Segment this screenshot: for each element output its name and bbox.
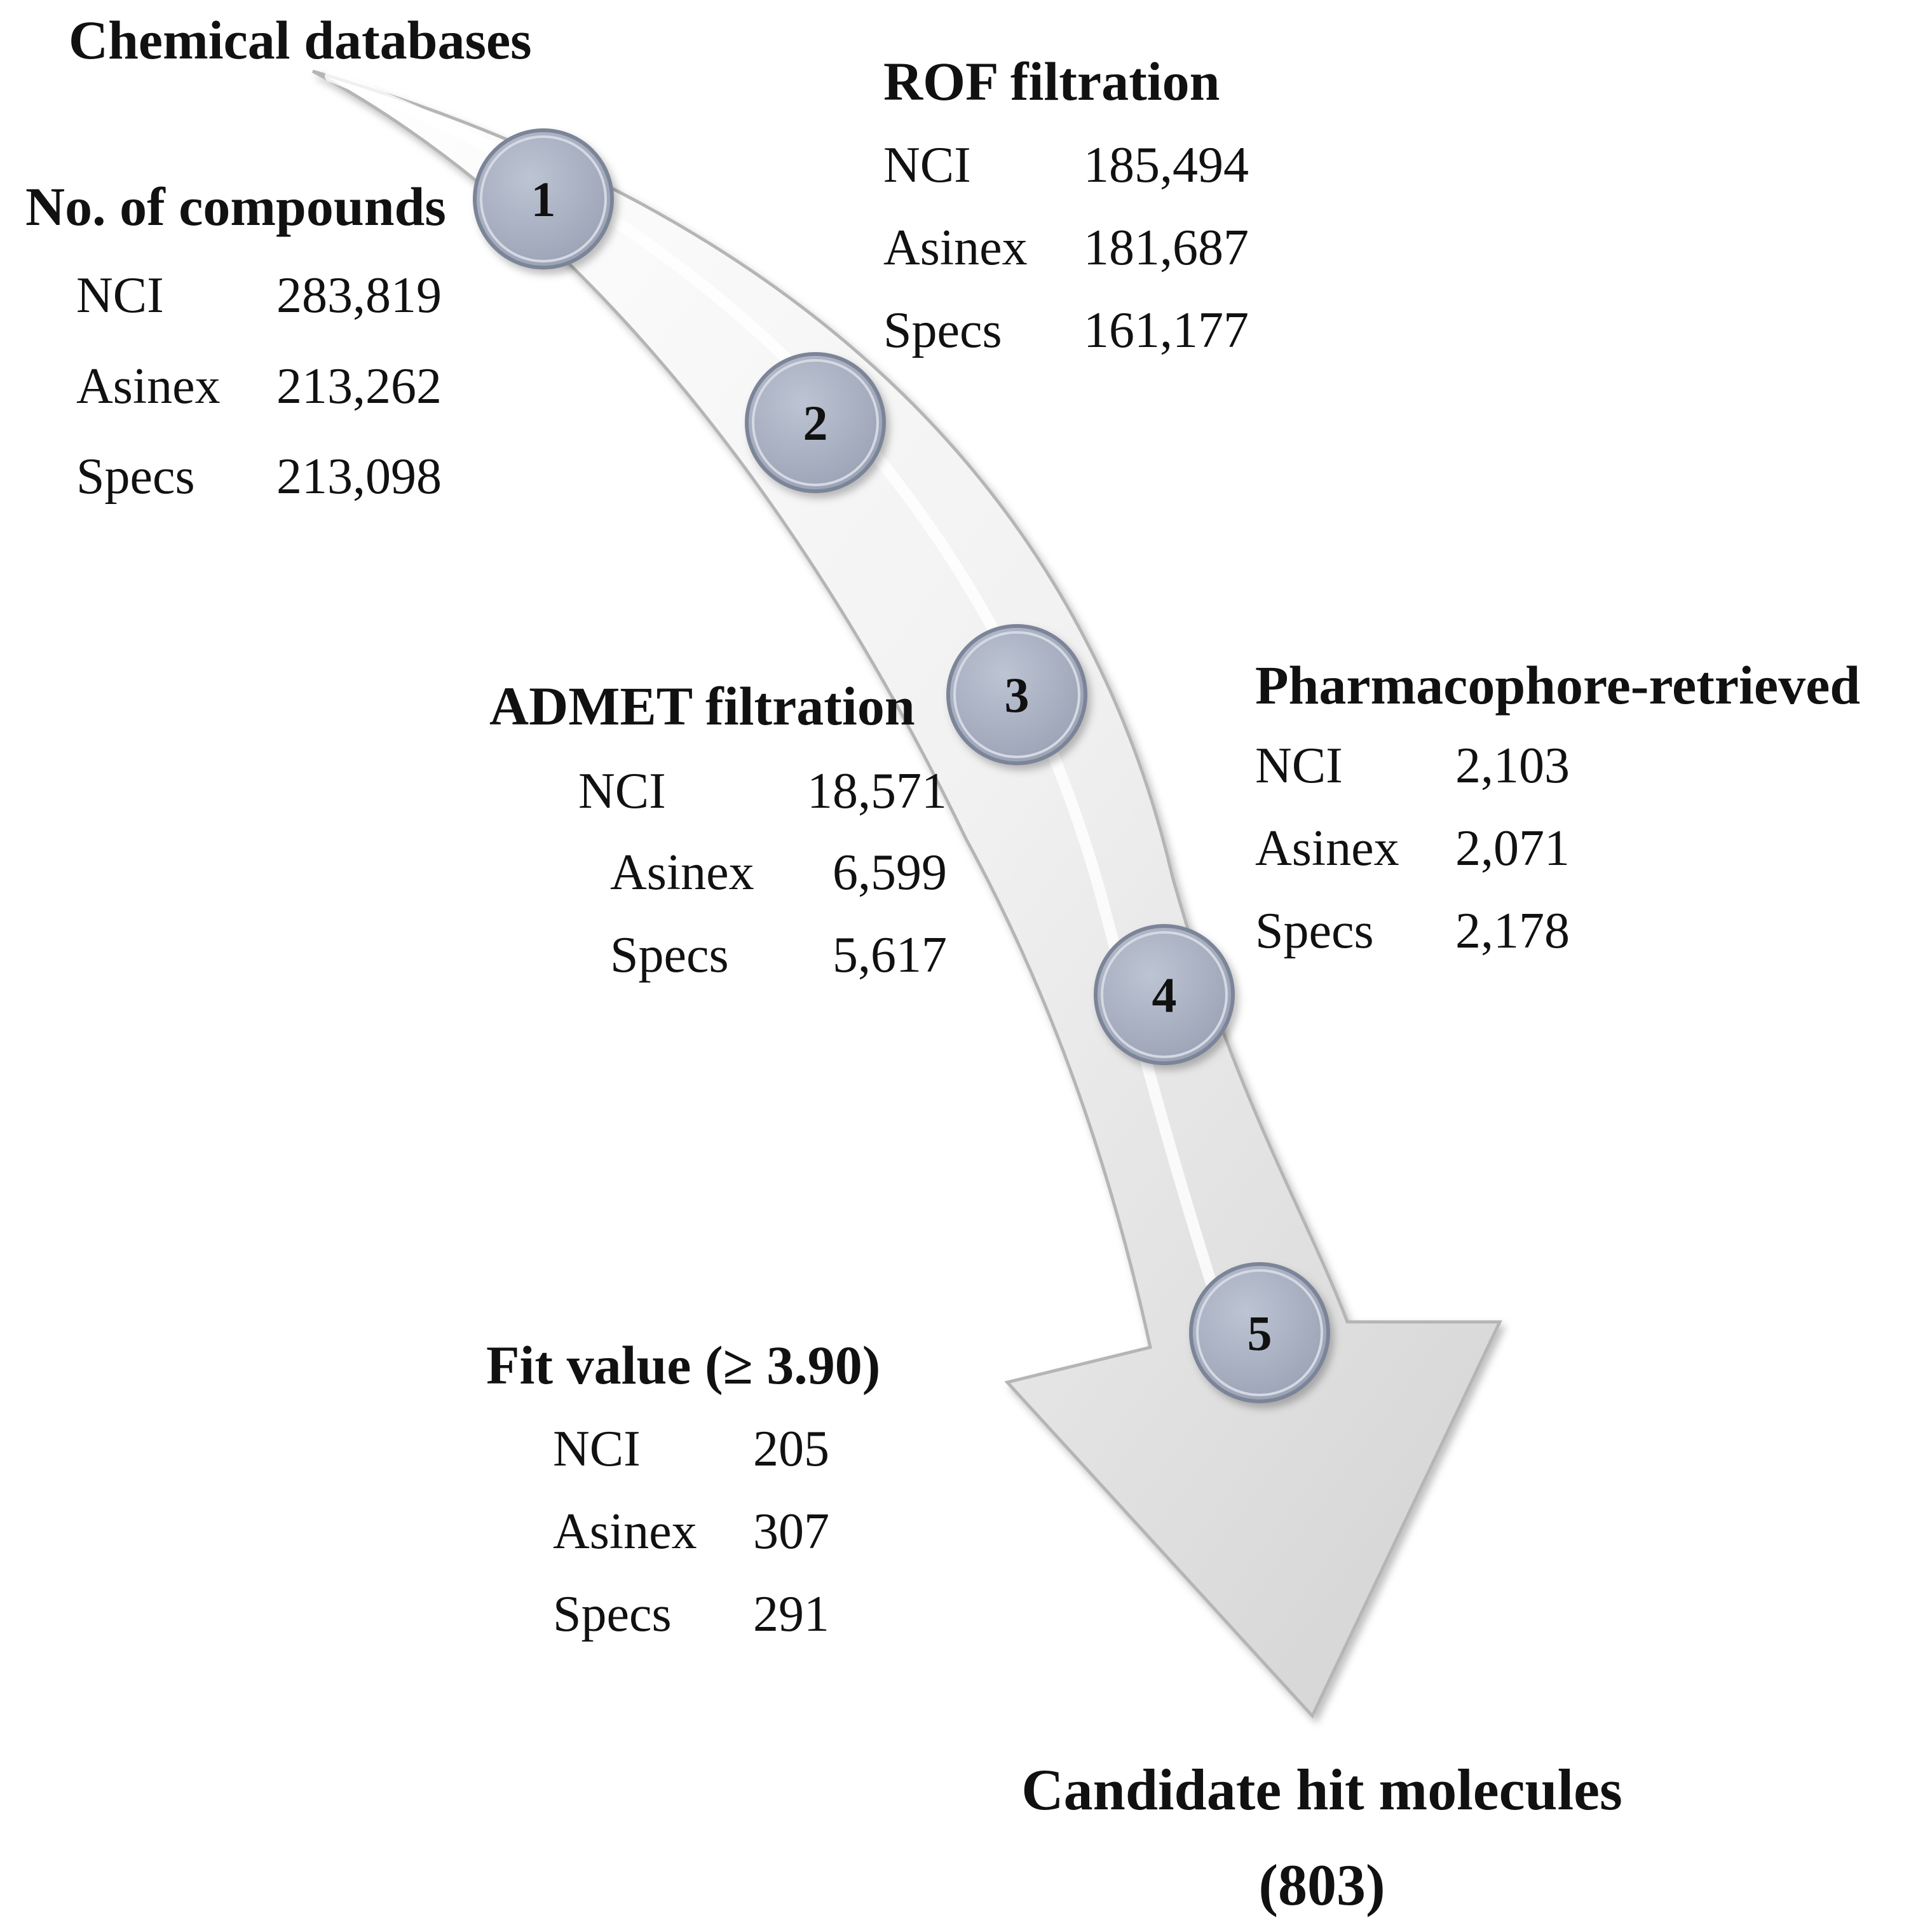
- result-label: Candidate hit molecules: [1021, 1757, 1622, 1822]
- db-name: Asinex: [610, 845, 754, 901]
- compound-count: 213,098: [276, 449, 442, 505]
- step-1-row-nci: NCI 283,819: [76, 270, 470, 327]
- step-5-row-specs: Specs 291: [553, 1589, 858, 1646]
- step-circle-ring: [953, 631, 1080, 758]
- compound-count: 307: [753, 1504, 829, 1560]
- step-4-row-nci: NCI 2,103: [1255, 740, 1611, 798]
- step-number: 3: [1005, 667, 1030, 723]
- step-4-row-specs: Specs 2,178: [1255, 906, 1611, 963]
- db-name: Specs: [883, 303, 1002, 358]
- db-name: Specs: [553, 1586, 672, 1642]
- db-name: Asinex: [76, 358, 221, 414]
- step-5-heading: Fit value (≥ 3.90): [486, 1335, 881, 1396]
- step-2-row-asinex: Asinex 181,687: [883, 222, 1290, 280]
- step-number: 5: [1248, 1305, 1272, 1361]
- step-circle-shape: [946, 624, 1087, 765]
- step-number: 4: [1152, 967, 1177, 1023]
- step-1-row-asinex: Asinex 213,262: [76, 361, 470, 418]
- step-5-row-nci: NCI 205: [553, 1424, 858, 1481]
- step-3-circle: 3: [946, 624, 1087, 765]
- step-circle-ring: [1196, 1269, 1323, 1396]
- compound-count: 283,819: [276, 268, 442, 323]
- step-1-row-specs: Specs 213,098: [76, 451, 470, 508]
- step-1-heading: No. of compounds: [25, 176, 446, 237]
- step-4-heading: Pharmacophore-retrieved: [1255, 655, 1861, 716]
- step-3-row-asinex: Asinex 6,599: [610, 847, 947, 904]
- db-name: NCI: [76, 268, 164, 323]
- step-2-row-specs: Specs 161,177: [883, 305, 1290, 362]
- db-name: NCI: [578, 763, 666, 819]
- compound-count: 2,103: [1455, 738, 1570, 794]
- step-5-row-asinex: Asinex 307: [553, 1506, 858, 1563]
- compound-count: 5,617: [833, 927, 947, 983]
- compound-count: 213,262: [276, 358, 442, 414]
- step-3-row-specs: Specs 5,617: [610, 930, 947, 987]
- step-2-heading: ROF filtration: [883, 51, 1220, 112]
- step-number: 1: [531, 172, 556, 227]
- db-name: Asinex: [553, 1504, 697, 1560]
- db-name: Specs: [610, 927, 729, 983]
- result-count: (803): [1258, 1853, 1385, 1917]
- step-2-row-nci: NCI 185,494: [883, 140, 1290, 197]
- step-circle-shape: [473, 128, 614, 269]
- compound-count: 6,599: [833, 845, 947, 901]
- step-3-heading: ADMET filtration: [489, 676, 915, 737]
- db-name: Asinex: [1255, 820, 1399, 876]
- compound-count: 185,494: [1084, 137, 1249, 193]
- compound-count: 181,687: [1084, 220, 1249, 276]
- diagram-title: Chemical databases: [69, 10, 532, 71]
- db-name: Specs: [76, 449, 195, 505]
- db-name: NCI: [553, 1421, 641, 1477]
- db-name: Asinex: [883, 220, 1028, 276]
- step-circle-shape: [1189, 1262, 1330, 1403]
- compound-count: 161,177: [1084, 303, 1249, 358]
- compound-count: 2,178: [1455, 903, 1570, 959]
- step-4-circle: 4: [1094, 924, 1235, 1065]
- step-4-row-asinex: Asinex 2,071: [1255, 823, 1611, 880]
- db-name: Specs: [1255, 903, 1374, 959]
- step-3-row-nci: NCI 18,571: [578, 766, 947, 823]
- compound-count: 291: [753, 1586, 829, 1642]
- step-1-circle: 1: [473, 128, 614, 269]
- step-circle-shape: [1094, 924, 1235, 1065]
- compound-count: 205: [753, 1421, 829, 1477]
- step-number: 2: [803, 395, 828, 451]
- step-circle-ring: [480, 135, 607, 262]
- db-name: NCI: [883, 137, 971, 193]
- step-circle-ring: [1101, 931, 1228, 1058]
- step-2-circle: 2: [745, 352, 886, 493]
- compound-count: 2,071: [1455, 820, 1570, 876]
- step-circle-ring: [752, 359, 879, 486]
- compound-count: 18,571: [807, 763, 947, 819]
- step-5-circle: 5: [1189, 1262, 1330, 1403]
- db-name: NCI: [1255, 738, 1343, 794]
- step-circle-shape: [745, 352, 886, 493]
